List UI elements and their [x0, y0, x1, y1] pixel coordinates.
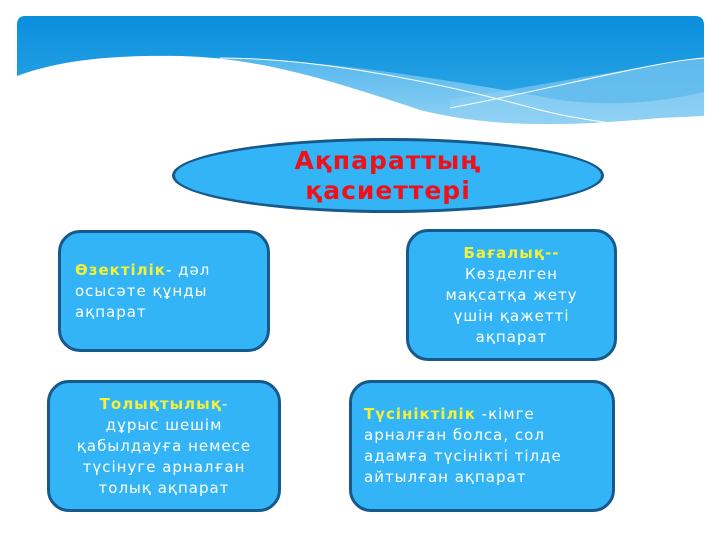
card-ozektilik-line-3: ақпарат: [75, 302, 147, 321]
header-wave-banner: [17, 16, 704, 130]
card-tolyktylyk-term: Толықтылық: [99, 394, 222, 413]
card-tusiniktilik-line-4: айтылған ақпарат: [364, 468, 527, 486]
card-ozektilik-text-1: дәл: [178, 260, 211, 279]
title-ellipse: Ақпараттың қасиеттері: [172, 138, 604, 213]
card-tusiniktilik-line-3: адамға түсінікті тілде: [364, 447, 562, 465]
title-line-1: Ақпараттың: [294, 145, 482, 175]
card-bagalyk-line-4: ақпарат: [475, 327, 548, 346]
card-tusiniktilik-separator: -: [475, 405, 489, 423]
card-tusiniktilik-text-1: кімге: [488, 405, 535, 423]
card-tolyktylyk: Толықтылық- дұрыс шешім қабылдауға немес…: [47, 380, 281, 512]
card-ozektilik-separator: -: [165, 260, 179, 279]
card-bagalyk-line-2: мақсатқа жету: [445, 285, 578, 304]
card-ozektilik-line-2: осысәте құнды: [75, 281, 208, 300]
card-tolyktylyk-line-4: толық ақпарат: [98, 478, 230, 497]
card-ozektilik-term: Өзектілік: [75, 260, 166, 279]
card-tolyktylyk-line-2: қабылдауға немесе: [76, 436, 252, 455]
card-tusiniktilik-line-2: арналған болса, сол: [364, 426, 545, 444]
card-tolyktylyk-line-1: дұрыс шешім: [105, 415, 223, 434]
card-bagalyk-line-1: Көзделген: [465, 264, 558, 283]
card-tusiniktilik-term: Түсініктілік: [364, 405, 476, 423]
card-ozektilik-line-1: Өзектілік- дәл: [75, 260, 259, 281]
card-tolyktylyk-heading: Толықтылық-: [56, 394, 272, 415]
card-bagalyk: Бағалық-- Көзделген мақсатқа жету үшін қ…: [406, 229, 617, 361]
card-ozektilik: Өзектілік- дәл осысәте құнды ақпарат: [58, 230, 270, 352]
card-tusiniktilik-line-1: Түсініктілік -кімге: [364, 404, 604, 425]
card-tusiniktilik: Түсініктілік -кімге арналған болса, сол …: [349, 380, 615, 512]
card-tolyktylyk-line-3: түсінуге арналған: [82, 457, 246, 476]
card-tolyktylyk-separator: -: [221, 394, 229, 413]
card-bagalyk-line-3: үшін қажетті: [453, 306, 570, 325]
title-line-2: қасиеттері: [305, 175, 471, 205]
card-bagalyk-term: Бағалық--: [463, 243, 560, 262]
